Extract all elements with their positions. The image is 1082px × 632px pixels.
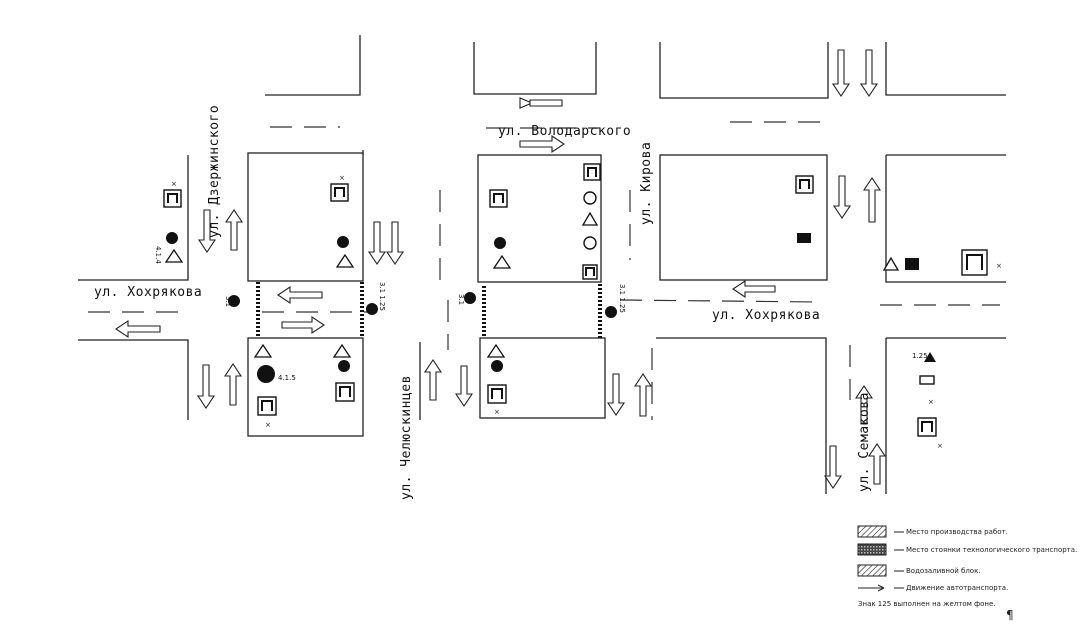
- sign-label-4-1-5: 4.1.5: [278, 374, 296, 382]
- arrow-down: [385, 221, 405, 265]
- road-works-sign-icon: [581, 211, 599, 226]
- arrow-left: [277, 285, 323, 305]
- arrow-left: [115, 319, 161, 339]
- road-works-sign-icon: [335, 253, 355, 268]
- road-edges: [78, 35, 1006, 494]
- sign-label-3-1-125-left: 3.1 1.25: [378, 282, 386, 311]
- info-plate-icon: [905, 258, 919, 270]
- sign-label-3-1-125-mid: 3.1 1.25: [618, 284, 626, 313]
- road-works-sign-icon: [882, 256, 900, 271]
- detour-sign-icon: [257, 396, 277, 416]
- no-entry-sign-icon: [464, 292, 476, 304]
- arrow-left: [519, 97, 563, 109]
- pilcrow-mark: ¶: [1006, 608, 1014, 622]
- speed-limit-sign-icon: [583, 236, 597, 250]
- arrow-up: [224, 209, 244, 251]
- no-entry-sign-icon: [337, 236, 349, 248]
- arrow-up: [854, 385, 874, 425]
- detour-sign-icon: [917, 417, 937, 437]
- cross-mark-icon: ×: [928, 398, 934, 406]
- arrow-up: [423, 359, 443, 401]
- info-plate-icon: [797, 233, 811, 243]
- no-entry-sign-icon: [494, 237, 506, 249]
- legend-item-0: Место производства работ.: [906, 528, 1008, 536]
- street-kirova: ул. Кирова: [639, 142, 654, 225]
- cross-mark-icon: ×: [494, 408, 500, 416]
- legend-item-2: Водозаливной блок.: [906, 567, 981, 575]
- arrow-up: [867, 443, 887, 485]
- lane-markings: [88, 121, 1000, 420]
- detour-sign-icon: [583, 163, 601, 181]
- legend-swatch-water-block: [857, 564, 887, 577]
- sign-label-4-1-4: 4.1.4: [154, 246, 162, 264]
- arrow-down: [367, 221, 387, 265]
- arrow-up: [223, 363, 243, 406]
- no-entry-sign-icon: [166, 232, 178, 244]
- street-chelyuskintsev: ул. Челюскинцев: [399, 375, 414, 500]
- detour-sign-icon: [582, 264, 598, 280]
- detour-sign-icon: [330, 183, 349, 202]
- arrow-right: [281, 315, 325, 335]
- detour-sign-icon: [489, 189, 508, 208]
- legend-item-3: Движение автотранспорта.: [906, 584, 1008, 592]
- detour-sign-icon: [795, 175, 814, 194]
- arrow-down: [831, 49, 851, 97]
- legend-swatch-parking: [857, 543, 887, 556]
- turn-direction-sign-icon: [257, 365, 275, 383]
- arrow-down: [859, 49, 879, 97]
- cross-mark-icon: ×: [996, 262, 1002, 270]
- street-khokhryakova-right: ул. Хохрякова: [712, 308, 820, 323]
- arrow-down: [454, 365, 474, 407]
- no-entry-sign-icon: [605, 306, 617, 318]
- no-entry-sign-icon: [366, 303, 378, 315]
- no-entry-sign-icon: [491, 360, 503, 372]
- legend-swatch-work-zone: [857, 525, 887, 538]
- street-labels: ул. Дзержинского ул. Володарского ул. Ки…: [94, 105, 872, 500]
- arrow-right: [519, 134, 565, 154]
- detour-sign-icon: [163, 189, 182, 208]
- road-works-sign-icon: [332, 343, 352, 358]
- arrow-down: [832, 175, 852, 219]
- arrow-down: [606, 373, 626, 416]
- street-volodarskogo: ул. Володарского: [498, 124, 631, 139]
- work-zone-barriers: [256, 282, 602, 338]
- road-works-sign-icon: [253, 343, 273, 358]
- road-signs: 4.1.4 4.1.5 3.1 3.1 3.1 1.25 3.1 1.25 1.…: [154, 163, 1002, 450]
- legend-item-1: Место стоянки технологического транспорт…: [906, 546, 1077, 554]
- road-works-sign-icon: [164, 248, 184, 263]
- road-works-sign-icon: [492, 254, 512, 269]
- legend-note: Знак 125 выполнен на желтом фоне.: [858, 600, 995, 608]
- arrow-up: [862, 177, 882, 223]
- cross-mark-icon: ×: [339, 174, 345, 182]
- speed-limit-sign-icon: [583, 191, 597, 205]
- arrow-up: [633, 373, 653, 417]
- street-khokhryakova-left: ул. Хохрякова: [94, 285, 202, 300]
- legend: Место производства работ. Место стоянки …: [857, 525, 1077, 608]
- no-entry-sign-icon: [338, 360, 350, 372]
- detour-sign-icon: [961, 249, 988, 276]
- cross-mark-icon: ×: [265, 421, 271, 429]
- arrow-left: [732, 279, 776, 299]
- traffic-arrows: [115, 49, 887, 489]
- arrow-down: [196, 364, 216, 409]
- arrow-down: [197, 209, 217, 253]
- cross-mark-icon: ×: [171, 180, 177, 188]
- no-entry-sign-icon: [228, 295, 240, 307]
- sign-label-125: 1.25: [912, 352, 928, 360]
- detour-sign-icon: [487, 384, 507, 404]
- info-plate-icon: [919, 375, 935, 385]
- street-semakova: ул. Семакова: [857, 392, 872, 492]
- yield-arrow-sign-icon: [924, 352, 936, 362]
- sign-label-3-1-left: 3.1: [224, 296, 232, 307]
- street-dzerzhinskogo: ул. Дзержинского: [207, 105, 222, 238]
- road-works-sign-icon: [486, 343, 506, 358]
- detour-sign-icon: [335, 382, 355, 402]
- sign-label-3-1-mid: 3.1: [457, 294, 465, 305]
- cross-mark-icon: ×: [937, 442, 943, 450]
- arrow-down: [823, 445, 843, 489]
